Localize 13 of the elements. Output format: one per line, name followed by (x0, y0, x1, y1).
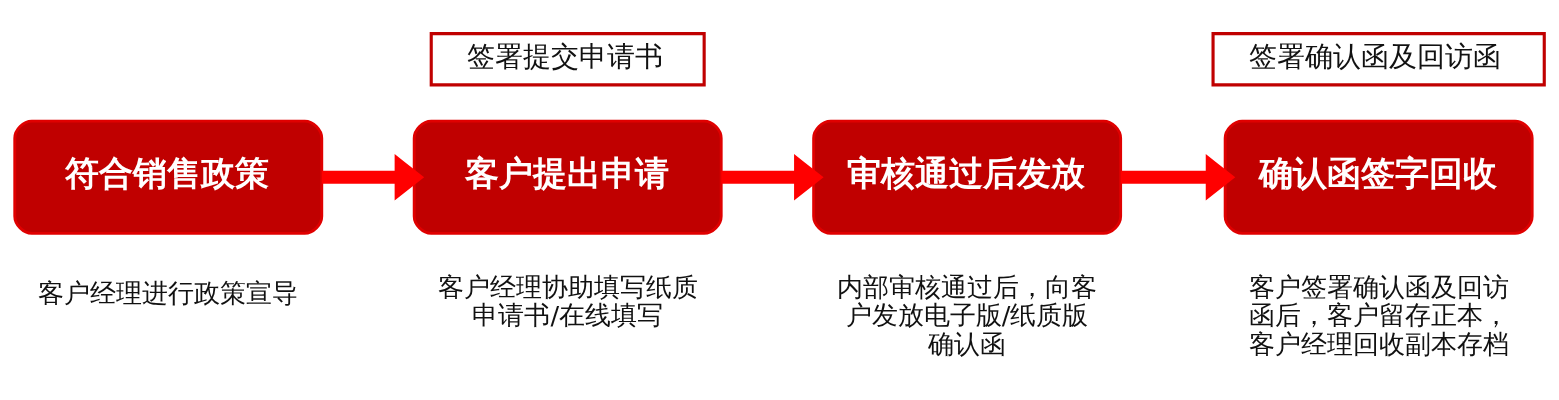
node-box: 签署确认函及回访函 (1211, 32, 1546, 87)
node-box: 签署提交申请书 (429, 32, 706, 87)
node-label: 内部审核通过后，向客户发放电子版/纸质版确认函 (837, 271, 1098, 359)
node-box: 客户提出申请 (412, 119, 723, 235)
arrow (721, 154, 824, 201)
arrow (1120, 154, 1236, 201)
node-box: 审核通过后发放 (812, 119, 1123, 235)
node-label: 客户经理进行政策宣导 (38, 277, 299, 308)
node-box: 确认函签字回收 (1223, 119, 1534, 235)
node-label: 客户签署确认函及回访函后，客户留存正本，客户经理回收副本存档 (1248, 271, 1509, 359)
arrow (321, 154, 425, 201)
node-label: 客户经理协助填写纸质申请书/在线填写 (437, 271, 698, 331)
node-box: 符合销售政策 (13, 119, 324, 235)
